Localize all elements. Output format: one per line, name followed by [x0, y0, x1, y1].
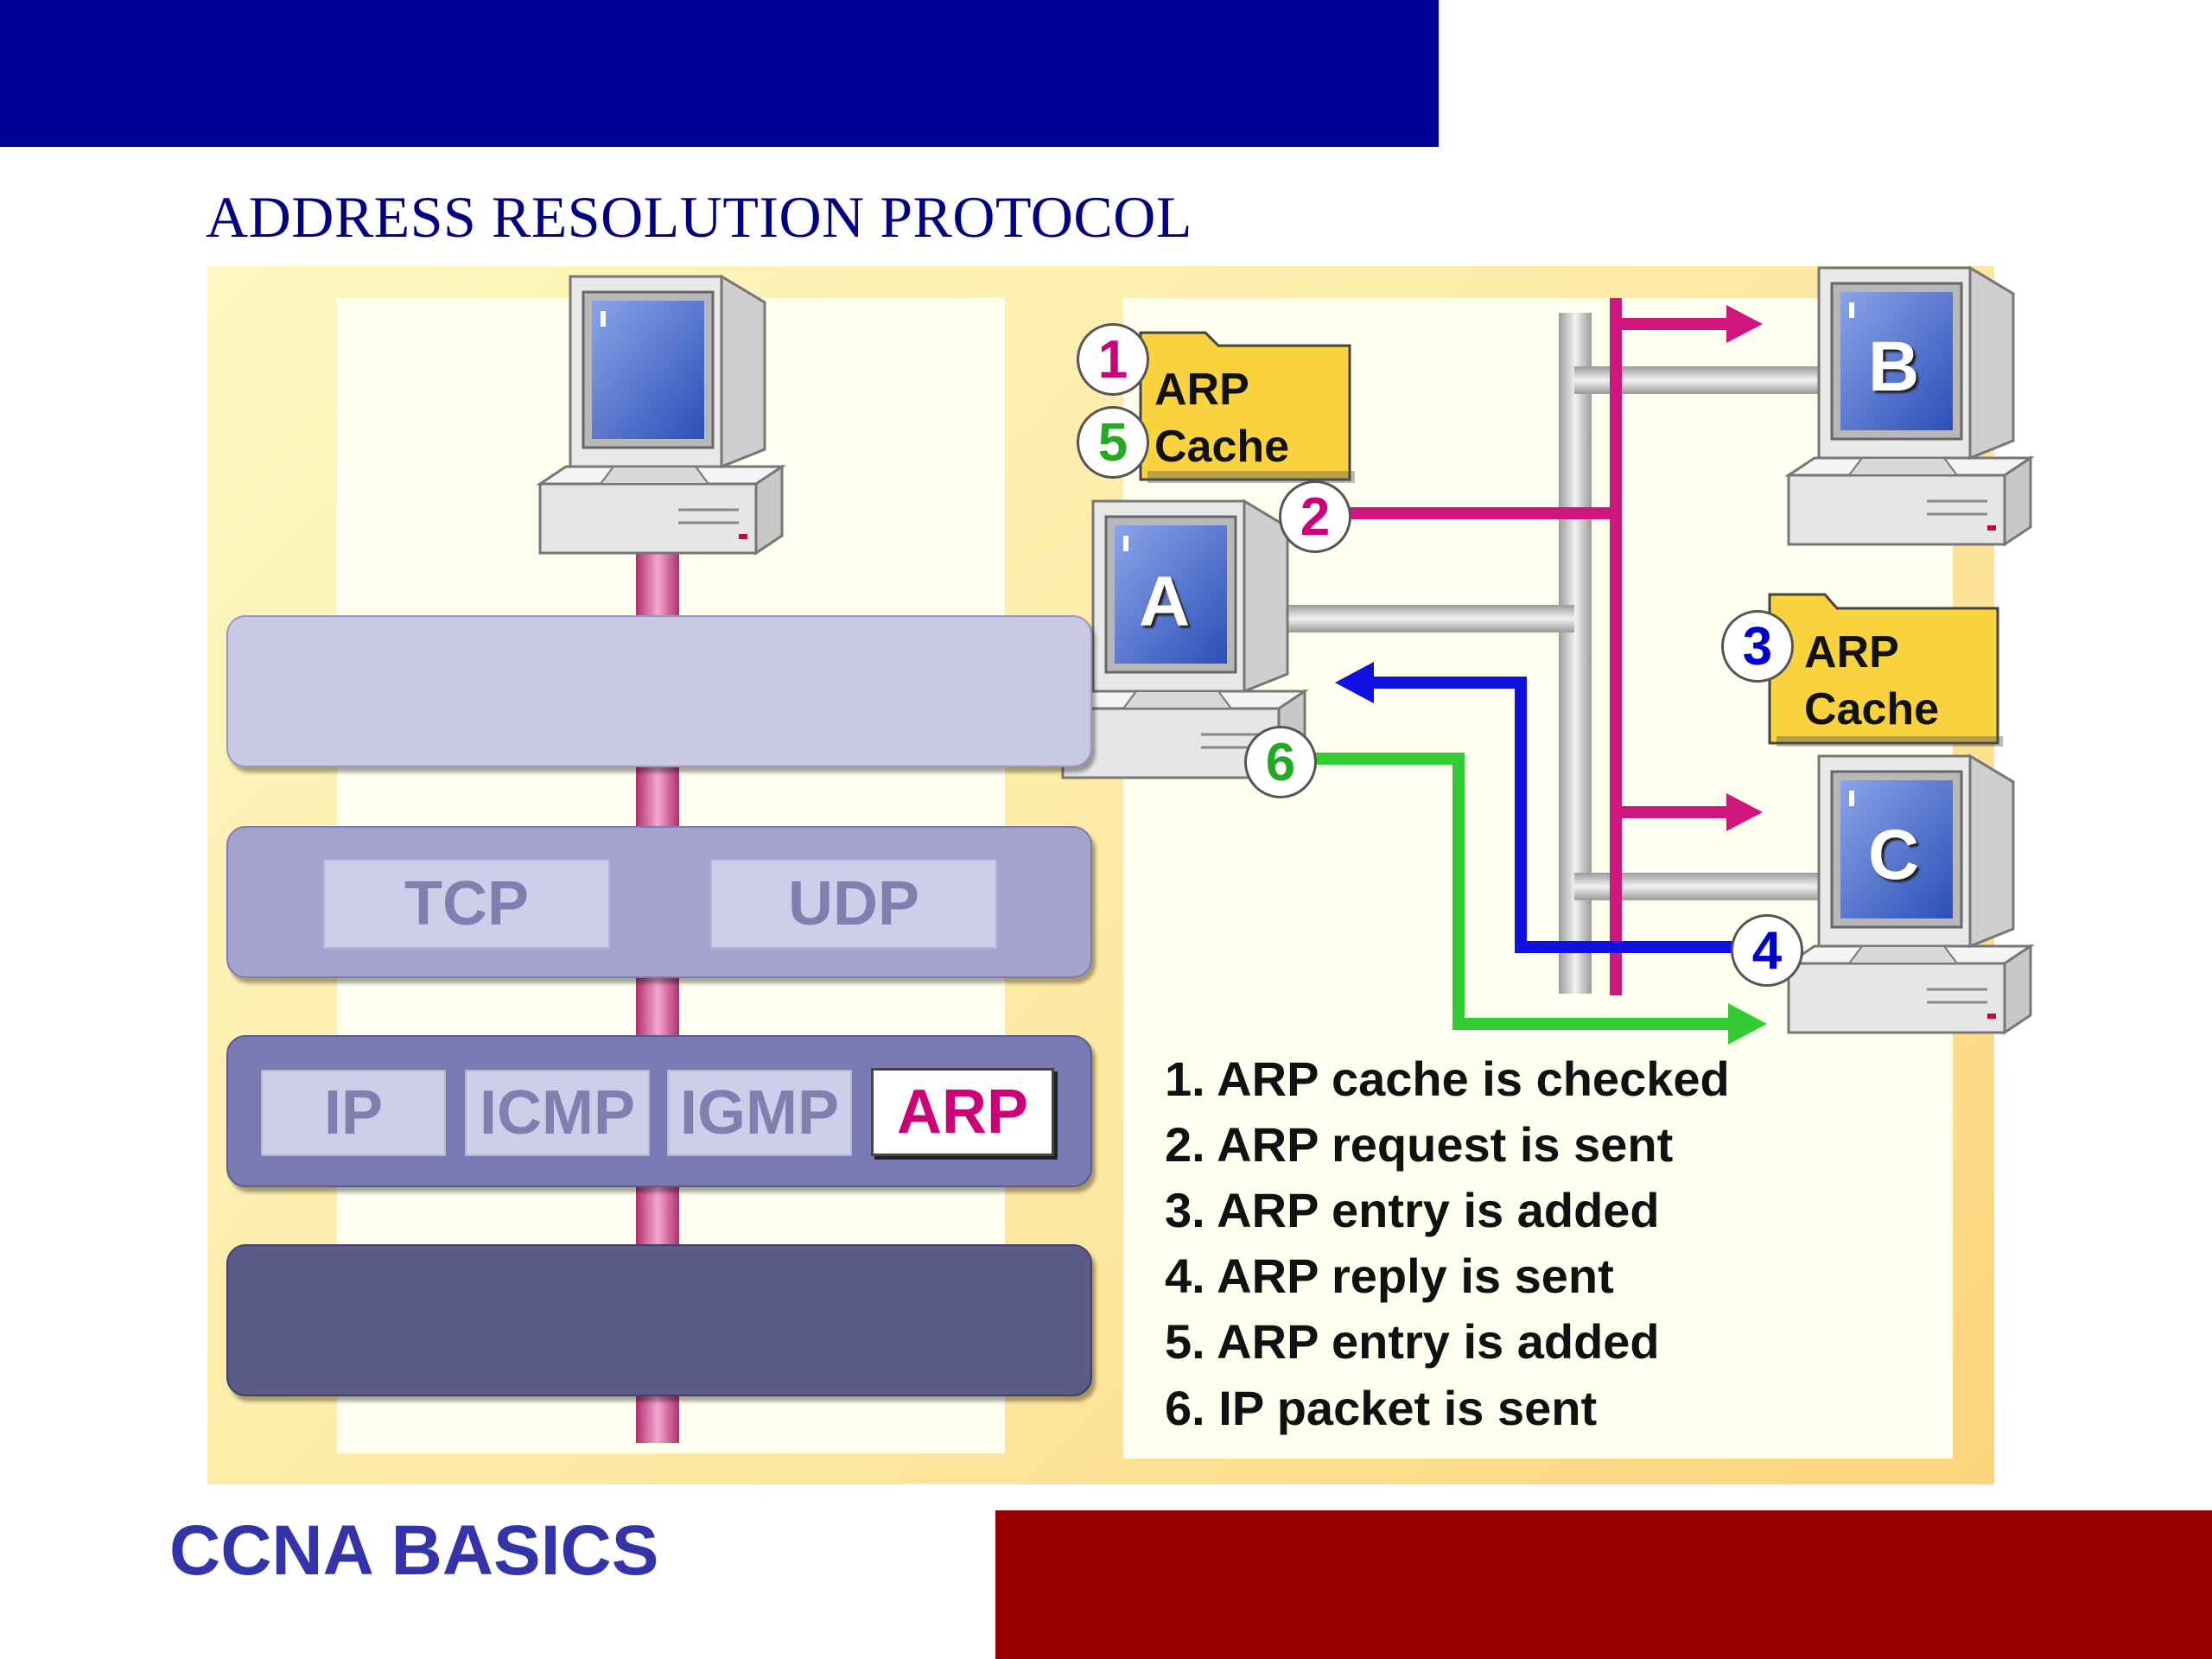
cache-a-label: ARP Cache: [1154, 361, 1289, 475]
cache-a-line2: Cache: [1154, 422, 1290, 472]
stack-computer-icon: [538, 275, 784, 555]
step-1-text: 1. ARP cache is checked: [1165, 1052, 1730, 1106]
host-b-label: B: [1868, 327, 1920, 406]
step-2-badge: 2: [1279, 480, 1351, 553]
step-3-badge: 3: [1721, 610, 1794, 683]
arrow-to-c-icon: [1726, 793, 1763, 831]
proto-arp: ARP: [871, 1068, 1054, 1156]
slide-title: ADDRESS RESOLUTION PROTOCOL: [206, 184, 1192, 250]
bottom-banner: [995, 1510, 2212, 1659]
internet-layer: IP ICMP IGMP ARP: [226, 1035, 1092, 1187]
step-5-badge: 5: [1077, 406, 1149, 479]
packet-arrow-icon: [1728, 1003, 1767, 1045]
cache-a-line1: ARP: [1154, 365, 1249, 415]
proto-igmp: IGMP: [667, 1070, 852, 1156]
bus-link-a: [1279, 605, 1574, 632]
step-6-text: 6. IP packet is sent: [1165, 1381, 1598, 1435]
step-4-text: 4. ARP reply is sent: [1165, 1249, 1614, 1303]
proto-tcp: TCP: [323, 859, 610, 949]
cache-c-label: ARP Cache: [1804, 624, 1939, 738]
transport-layer: TCP UDP: [226, 826, 1092, 978]
cache-folder-a: [1139, 331, 1355, 483]
step-4-badge: 4: [1731, 914, 1803, 987]
cache-c-line2: Cache: [1804, 684, 1940, 734]
cache-folder-c: [1768, 593, 2003, 747]
arrow-to-b-icon: [1726, 305, 1763, 343]
step-3-text: 3. ARP entry is added: [1165, 1183, 1660, 1237]
footer-label: CCNA BASICS: [169, 1511, 659, 1590]
proto-udp: UDP: [710, 859, 997, 949]
proto-icmp: ICMP: [465, 1070, 650, 1156]
step-6-badge: 6: [1244, 726, 1317, 798]
host-a-label: A: [1139, 563, 1191, 641]
proto-ip: IP: [261, 1070, 446, 1156]
step-5-text: 5. ARP entry is added: [1165, 1314, 1660, 1369]
host-c-label: C: [1868, 816, 1920, 894]
top-banner: [0, 0, 1439, 147]
application-layer: [226, 615, 1092, 767]
cache-c-line1: ARP: [1804, 627, 1899, 677]
step-2-text: 2. ARP request is sent: [1165, 1117, 1674, 1172]
step-1-badge: 1: [1077, 323, 1149, 396]
reply-arrow-icon: [1335, 662, 1374, 703]
network-interface-layer: [226, 1244, 1092, 1396]
